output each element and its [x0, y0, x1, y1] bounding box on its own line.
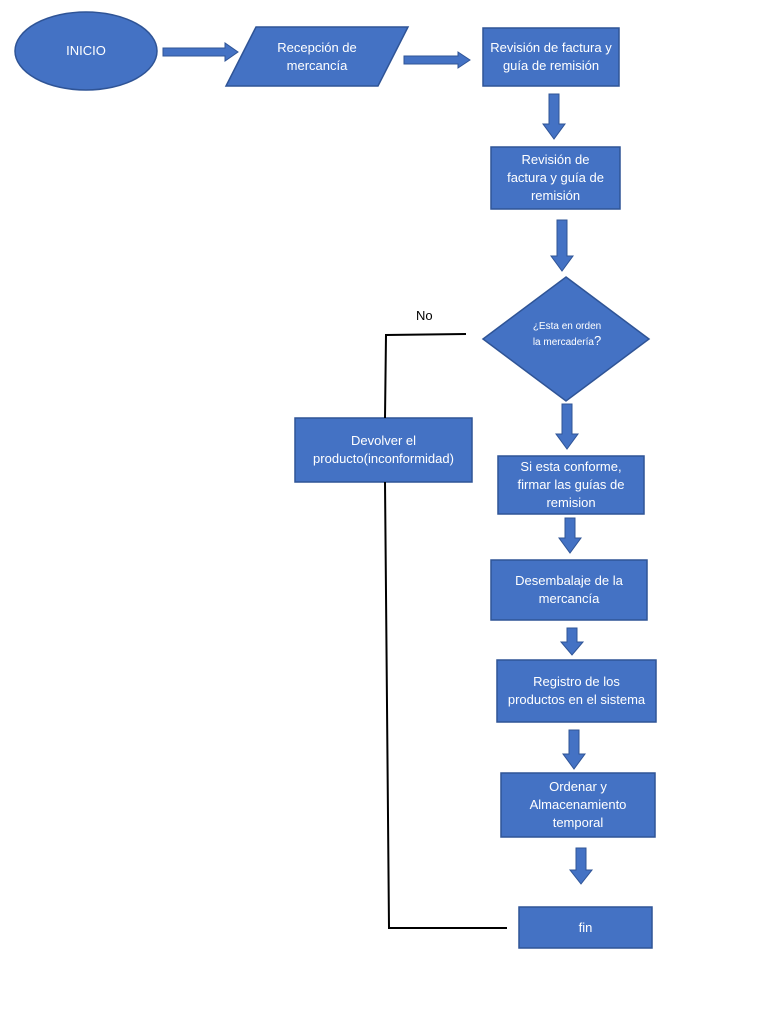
- process-box-conforme: [497, 455, 645, 515]
- return-connector: [384, 481, 507, 929]
- process-box-revision2: [490, 146, 621, 210]
- process-box-registro: [496, 659, 657, 723]
- recepcion-label: Recepción de mercancía: [277, 39, 357, 73]
- no-branch-connector: [384, 333, 467, 419]
- decision-label: ¿Esta en orden la mercadería?: [528, 305, 606, 365]
- decision-question: ¿Esta en orden la mercadería: [532, 321, 602, 348]
- arrow-down-7: [568, 847, 594, 885]
- end-label: fin: [578, 919, 593, 935]
- input-parallelogram: [224, 26, 410, 87]
- start-label: INICIO: [66, 43, 106, 58]
- arrow-down-2: [550, 219, 574, 272]
- arrow-down-4: [558, 517, 582, 554]
- arrow-down-5: [559, 627, 585, 656]
- process-box-devolver: [294, 417, 473, 483]
- arrow-down-3: [555, 403, 579, 450]
- arrow-down-6: [562, 729, 586, 770]
- process-box-ordenar: [500, 772, 656, 838]
- arrow-right-1: [162, 42, 239, 62]
- revision2-label: Revisión de factura y guía de remisión: [507, 152, 604, 203]
- no-label: No: [416, 308, 433, 323]
- start-ellipse: [14, 11, 158, 91]
- ordenar-label: Ordenar y Almacenamiento temporal: [529, 779, 627, 830]
- devolver-label: Devolver el producto(inconformidad): [313, 433, 454, 466]
- conforme-label: Si esta conforme, firmar las guías de re…: [517, 459, 625, 510]
- process-box-desembalaje: [490, 559, 648, 621]
- revision1-label: Revisión de factura y guía de remisión: [490, 40, 612, 73]
- arrow-down-1: [542, 93, 566, 140]
- desembalaje-label: Desembalaje de la mercancía: [515, 573, 623, 606]
- decision-diamond: [481, 276, 651, 402]
- process-box-revision1: [482, 27, 620, 87]
- arrow-right-2: [403, 51, 471, 69]
- decision-question-mark: ?: [593, 333, 602, 348]
- registro-label: Registro de los productos en el sistema: [507, 674, 646, 707]
- end-box: [518, 906, 653, 949]
